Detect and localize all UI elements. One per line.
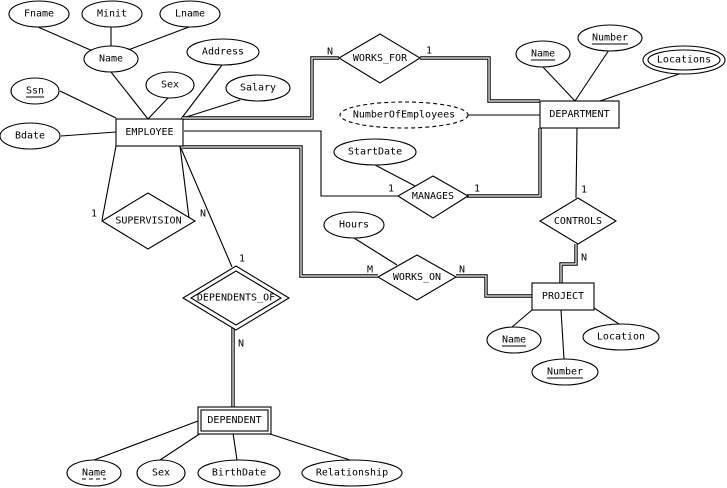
attribute-department-name: Name [515, 40, 571, 68]
cardinality-supervision-supervisor: 1 [91, 209, 97, 220]
attribute-department-number-label: Number [592, 33, 628, 44]
cardinality-controls-project: N [581, 253, 587, 264]
relationship-supervision: SUPERVISION [100, 192, 197, 250]
relationship-manages: MANAGES [396, 175, 470, 219]
cardinality-works-on-project: N [459, 265, 465, 276]
cardinality-manages-employee: 1 [388, 184, 394, 195]
relationship-dependents-of-identifying: DEPENDENTS_OF [181, 265, 291, 331]
relationship-dependents-of-label: DEPENDENTS_OF [197, 293, 275, 304]
attribute-start-date: StartDate [333, 138, 417, 166]
relationship-works-on-label: WORKS_ON [393, 272, 441, 283]
attribute-dependent-name-partial-key: Name [66, 459, 122, 487]
attribute-ssn: Ssn [10, 77, 60, 105]
cardinality-manages-department: 1 [474, 184, 480, 195]
attribute-locations-multivalued: Locations [642, 45, 726, 75]
attribute-dependent-name-label: Name [82, 468, 106, 479]
attribute-relationship: Relationship [301, 459, 403, 487]
attribute-dependent-sex: Sex [136, 459, 186, 487]
attribute-start-date-label: StartDate [348, 147, 402, 158]
relationship-supervision-label: SUPERVISION [115, 216, 181, 227]
relationship-works-on: WORKS_ON [376, 254, 458, 301]
attribute-lname-label: Lname [175, 9, 205, 20]
attribute-department-name-label: Name [531, 49, 555, 60]
cardinality-supervision-supervisee: N [200, 209, 206, 220]
entity-department-label: DEPARTMENT [549, 109, 609, 120]
attribute-address-label: Address [202, 47, 244, 58]
attribute-project-number: Number [531, 358, 599, 386]
attribute-fname-label: Fname [24, 9, 54, 20]
attribute-salary-label: Salary [240, 83, 276, 94]
attribute-employee-name: Name [83, 45, 139, 73]
attribute-dependent-sex-label: Sex [152, 468, 170, 479]
attribute-department-number: Number [577, 24, 643, 52]
relationship-controls: CONTROLS [538, 197, 618, 245]
attribute-fname: Fname [8, 0, 70, 28]
entity-employee-label: EMPLOYEE [125, 127, 173, 138]
relationship-controls-label: CONTROLS [554, 216, 602, 227]
attribute-project-name: Name [486, 326, 542, 354]
attribute-sex-label: Sex [161, 80, 179, 91]
attribute-sex: Sex [145, 71, 195, 99]
attribute-minit: Minit [81, 0, 143, 28]
attribute-employee-name-label: Name [99, 54, 123, 65]
cardinality-labels: N 1 1 1 M N 1 N 1 N 1 N [91, 46, 587, 350]
attribute-salary: Salary [225, 74, 291, 102]
cardinality-works-for-department: 1 [426, 46, 432, 57]
cardinality-dependents-of-dependent: N [238, 339, 244, 350]
cardinality-controls-department: 1 [581, 185, 587, 196]
attribute-relationship-label: Relationship [316, 468, 388, 479]
attribute-project-number-label: Number [547, 367, 583, 378]
attribute-number-of-employees-label: NumberOfEmployees [353, 110, 455, 121]
entity-project-label: PROJECT [542, 291, 584, 302]
attribute-ssn-label: Ssn [26, 86, 44, 97]
cardinality-works-for-employee: N [327, 47, 333, 58]
attribute-hours-label: Hours [339, 220, 369, 231]
attribute-minit-label: Minit [97, 9, 127, 20]
attribute-project-location: Location [582, 323, 660, 351]
connection-lines [37, 26, 683, 461]
attribute-locations-label: Locations [657, 55, 711, 66]
entity-employee: EMPLOYEE [115, 118, 184, 147]
entity-department: DEPARTMENT [539, 100, 620, 129]
attribute-birth-date: BirthDate [197, 459, 281, 487]
attribute-bdate: Bdate [0, 122, 61, 150]
attribute-address: Address [186, 38, 260, 66]
cardinality-dependents-of-employee: 1 [239, 254, 245, 265]
relationship-manages-label: MANAGES [412, 191, 454, 202]
attribute-lname: Lname [159, 0, 221, 28]
attribute-number-of-employees-derived: NumberOfEmployees [339, 101, 469, 129]
relationship-works-for: WORKS_FOR [337, 33, 422, 84]
attribute-hours: Hours [323, 211, 385, 239]
entity-dependent-label: DEPENDENT [207, 415, 261, 426]
entity-dependent-weak: DEPENDENT [197, 406, 272, 435]
attribute-project-name-label: Name [502, 335, 526, 346]
attribute-birth-date-label: BirthDate [212, 468, 266, 479]
relationship-works-for-label: WORKS_FOR [353, 53, 408, 64]
attribute-bdate-label: Bdate [15, 131, 45, 142]
cardinality-works-on-employee: M [367, 265, 373, 276]
entity-project: PROJECT [531, 282, 595, 311]
attribute-project-location-label: Location [597, 332, 645, 343]
